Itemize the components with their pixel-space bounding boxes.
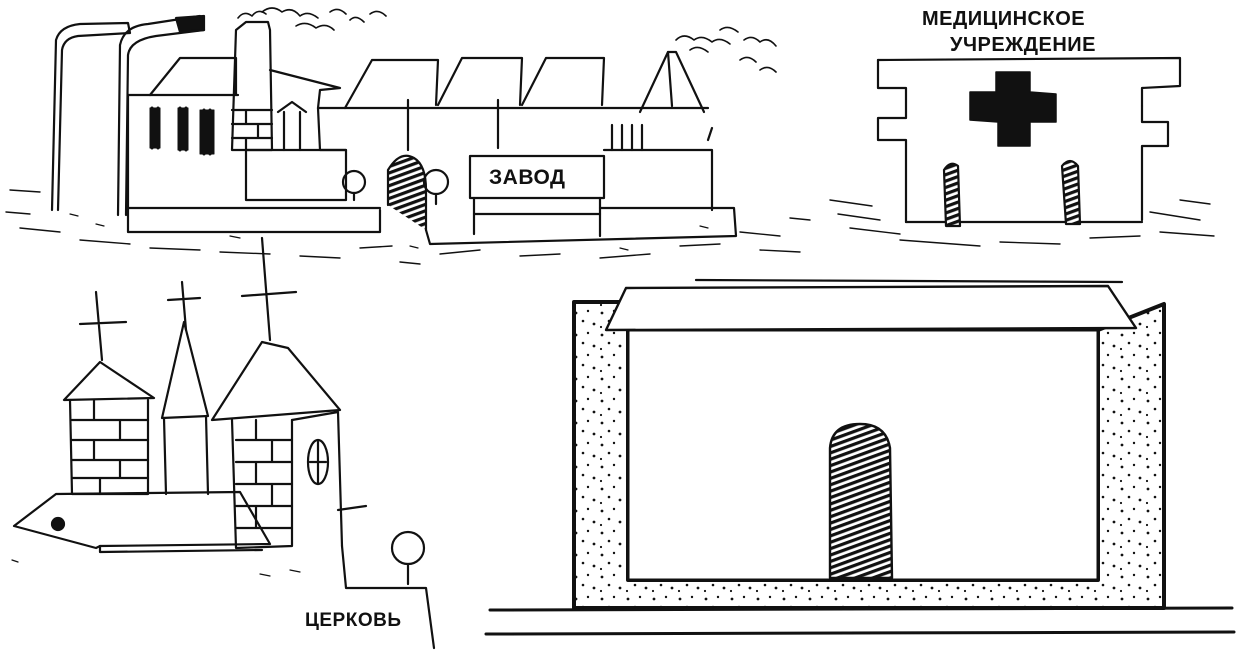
tree-icon xyxy=(341,169,367,202)
factory-sign xyxy=(468,154,606,200)
smoke-icon xyxy=(237,7,777,73)
factory-label: ЗАВОД xyxy=(489,166,566,189)
medical-building xyxy=(829,56,1215,247)
cross-icon xyxy=(240,236,298,342)
tree-icon xyxy=(422,168,450,206)
red-cross-icon xyxy=(969,71,1057,147)
tree-icon xyxy=(390,530,426,586)
cross-icon xyxy=(166,280,202,332)
street-lamp-icon xyxy=(50,14,206,217)
factory xyxy=(5,7,811,265)
church-label: ЦЕРКОВЬ xyxy=(305,610,402,631)
building-section xyxy=(484,278,1236,636)
church xyxy=(11,236,436,650)
cross-icon xyxy=(78,290,128,362)
medical-label-line2: УЧРЕЖДЕНИЕ xyxy=(950,34,1096,56)
medical-label-line1: МЕДИЦИНСКОЕ xyxy=(922,8,1086,30)
